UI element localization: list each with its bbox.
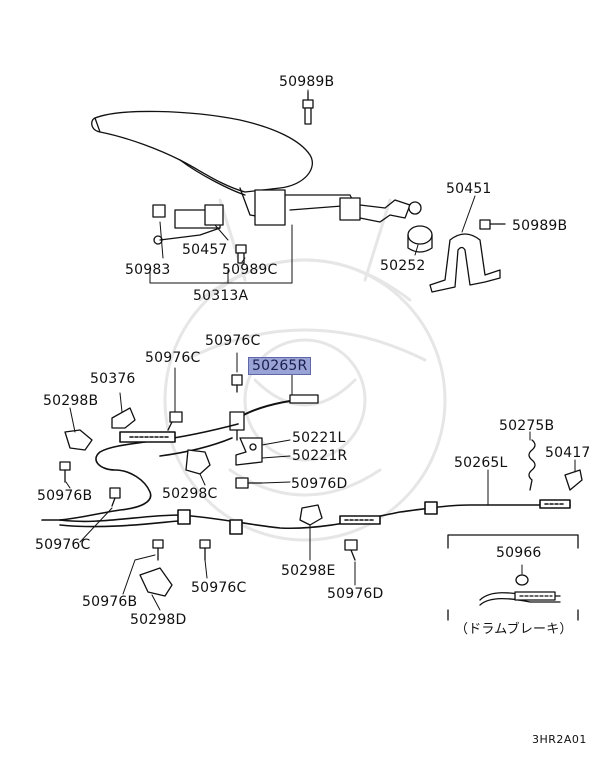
hand-brake-lever — [91, 110, 422, 245]
bushing-50252 — [407, 225, 433, 253]
cable-assembly-rear — [41, 423, 571, 535]
part-label-50451[interactable]: 50451 — [446, 181, 492, 197]
part-label-50376[interactable]: 50376 — [90, 371, 136, 387]
part-label-50298B[interactable]: 50298B — [43, 393, 99, 409]
part-label-50298D[interactable]: 50298D — [130, 612, 187, 628]
bolt-50989C — [235, 244, 247, 264]
part-label-50976C-c[interactable]: 50976C — [35, 537, 91, 553]
bolt-50976B-b — [152, 539, 164, 561]
part-label-50983[interactable]: 50983 — [125, 262, 171, 278]
part-label-50417[interactable]: 50417 — [545, 445, 591, 461]
equalizer-50221 — [235, 437, 263, 466]
clip-50417 — [564, 469, 583, 491]
spring-50275B — [528, 439, 536, 491]
part-label-50252[interactable]: 50252 — [380, 258, 426, 274]
part-label-50313A[interactable]: 50313A — [193, 288, 249, 304]
part-label-50457[interactable]: 50457 — [182, 242, 228, 258]
bolt-50976C-d — [199, 539, 211, 561]
clip-50298E — [299, 504, 323, 526]
part-label-50275B[interactable]: 50275B — [499, 418, 555, 434]
part-label-50298C[interactable]: 50298C — [162, 486, 218, 502]
part-label-50989C[interactable]: 50989C — [222, 262, 278, 278]
part-label-50221L[interactable]: 50221L — [292, 430, 346, 446]
part-label-50976C-b[interactable]: 50976C — [145, 350, 201, 366]
part-label-50298E[interactable]: 50298E — [281, 563, 336, 579]
part-label-50976B-a[interactable]: 50976B — [37, 488, 93, 504]
part-label-50976D-b[interactable]: 50976D — [327, 586, 384, 602]
diagram-code: 3HR2A01 — [532, 733, 587, 746]
bolt-50976B-a — [59, 461, 71, 483]
part-label-50976D-a[interactable]: 50976D — [291, 476, 348, 492]
part-label-50976B-b[interactable]: 50976B — [82, 594, 138, 610]
bolt-50976D-b — [344, 539, 358, 561]
part-label-50265R-highlighted[interactable]: 50265R — [248, 357, 312, 375]
bolt-50976D-a — [235, 477, 263, 489]
bracket-50451 — [429, 233, 501, 293]
part-label-50221R[interactable]: 50221R — [292, 448, 348, 464]
part-label-50976C-d[interactable]: 50976C — [191, 580, 247, 596]
leader-lines-top — [149, 89, 506, 284]
clip-50298C — [185, 449, 211, 475]
clip-50376 — [111, 407, 136, 429]
part-label-50989B-top[interactable]: 50989B — [279, 74, 335, 90]
part-label-50966[interactable]: 50966 — [496, 545, 542, 561]
bolt-50976C-cluster — [109, 374, 243, 507]
watermark-emblem — [163, 198, 447, 542]
part-label-50976C-a[interactable]: 50976C — [205, 333, 261, 349]
part-label-50989B-right[interactable]: 50989B — [512, 218, 568, 234]
clip-50298B — [64, 429, 93, 451]
part-label-50265L[interactable]: 50265L — [454, 455, 508, 471]
nut-50983 — [152, 204, 166, 218]
leader-lines-bottom — [65, 352, 576, 611]
drum-brake-note: （ドラムブレーキ） — [455, 622, 573, 637]
drum-brake-inset — [447, 534, 579, 621]
clip-50298D — [139, 567, 173, 597]
cable-50265R — [229, 394, 319, 441]
